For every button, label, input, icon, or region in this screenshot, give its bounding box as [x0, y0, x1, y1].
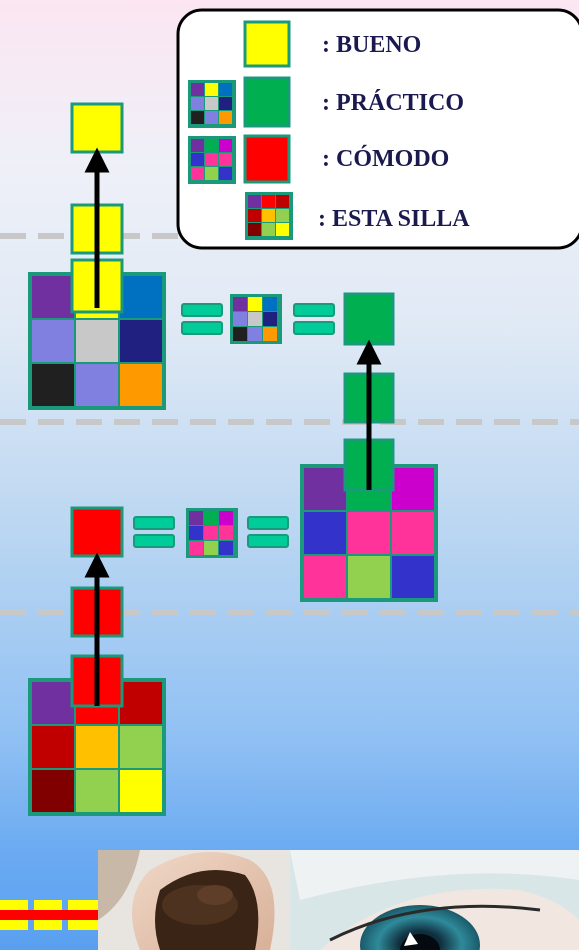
legend-mini-grid-practico [188, 80, 236, 128]
green-box-top [343, 292, 395, 346]
legend-label-practico: : PRÁCTICO [322, 90, 464, 116]
legend-swatch-practico [243, 76, 291, 128]
soil-in-hands-photo [98, 850, 290, 950]
equals-sign-4 [247, 516, 289, 548]
legend-swatch-bueno [243, 20, 291, 68]
legend: : BUENO : PRÁCTICO [176, 8, 579, 250]
legend-mini-grid-comodo [188, 136, 236, 184]
legend-label-comodo: : CÓMODO [322, 145, 449, 172]
legend-label-bueno: : BUENO [322, 32, 421, 58]
legend-mini-grid-esta-silla [245, 192, 293, 240]
equals-sign-1 [181, 303, 223, 335]
legend-box [176, 8, 579, 250]
legend-swatch-comodo [243, 134, 291, 184]
legend-label-esta-silla: : ESTA SILLA [318, 206, 470, 232]
eye-photo [290, 850, 579, 950]
bottom-left-stripes [0, 900, 98, 930]
equals-sign-3 [133, 516, 175, 548]
mini-grid-practico-center [230, 294, 282, 344]
mini-grid-comodo-center [186, 508, 238, 558]
red-box-top [70, 506, 124, 558]
yellow-box-top [70, 102, 124, 154]
equals-sign-2 [293, 303, 335, 335]
